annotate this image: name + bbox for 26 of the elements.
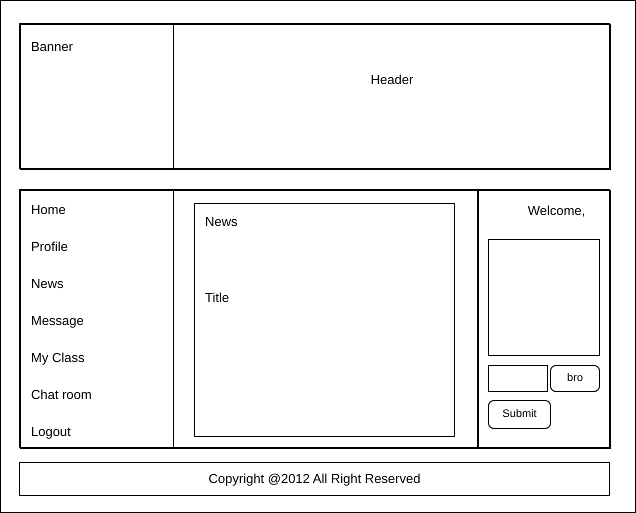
content-panel	[173, 190, 478, 449]
submit-button: Submit	[488, 400, 551, 429]
header-panel	[173, 24, 611, 170]
news-heading: News	[205, 213, 238, 231]
browse-button: bro	[550, 365, 600, 392]
welcome-text: Welcome,	[528, 202, 586, 220]
main-band	[19, 189, 610, 448]
navigation-panel	[20, 190, 174, 449]
banner-panel	[20, 24, 174, 170]
nav-link: Message	[31, 312, 85, 330]
copyright-text: Copyright @2012 All Right Reserved	[208, 470, 420, 488]
nav-link: My Class	[31, 349, 86, 367]
nav-link: Chat room	[31, 386, 92, 404]
nav-link: Home	[31, 201, 67, 219]
banner-text: Banner	[31, 38, 73, 56]
header-band	[19, 23, 610, 169]
footer-bar	[19, 462, 610, 496]
image-placeholder	[488, 239, 600, 356]
input-field	[488, 365, 548, 392]
news-box	[194, 203, 455, 437]
sidebar-panel	[478, 190, 611, 449]
header-text: Header	[370, 71, 414, 89]
news-title: Title	[205, 288, 230, 306]
nav-link: Profile	[31, 238, 69, 256]
nav-link: News	[31, 275, 65, 293]
nav-link: Logout	[31, 423, 72, 441]
